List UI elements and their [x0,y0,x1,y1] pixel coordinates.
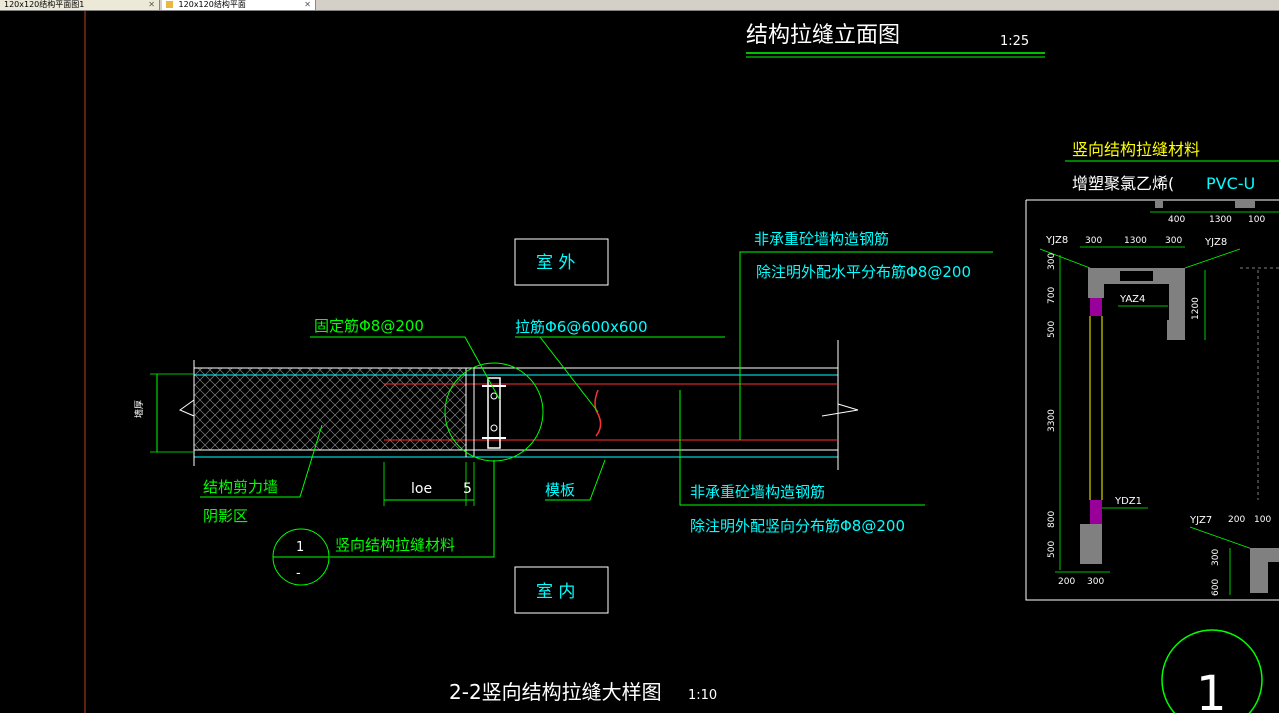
dim-text: 1300 [1124,236,1147,246]
vertical-rebar-label: 除注明外配竖向分布筋Φ8@200 [690,517,905,535]
dim-text: 3300 [1047,409,1057,432]
elevation-panel: 400 1300 100 YJZ8 300 1300 300 YJZ8 YAZ4… [1025,199,1279,601]
shear-wall-hatch [194,368,466,450]
dim-text: 500 [1047,321,1057,338]
section-ref-top: 1 [296,540,304,555]
dim-text: 100 [1254,515,1271,525]
dim-text: 500 [1047,541,1057,558]
tab-plan-1[interactable]: 120x120结构平面图1 ✕ [0,0,160,10]
wall-thickness-label: 墙厚 [133,400,145,418]
detail-title: 2-2竖向结构拉缝大样图 [449,680,662,704]
dim-text: 200 [1228,515,1245,525]
yjz8-right-label: YJZ8 [1204,237,1227,248]
detail-scale: 1:10 [688,688,717,703]
tab-plan-2[interactable]: 120x120结构平面 ✕ [162,0,316,10]
material-name: 增塑聚氯乙烯( [1072,174,1174,193]
nonbearing-rebar-top: 非承重砼墙构造钢筋 [754,230,889,248]
section-ref-bottom: - [296,566,301,581]
big-ref-circle [1161,629,1263,713]
dim-text: 800 [1047,511,1057,528]
dim-text: 400 [1168,215,1185,225]
inside-box [514,566,609,614]
shear-wall-label: 结构剪力墙 [203,478,278,496]
cad-drawing-canvas[interactable]: 结构拉缝立面图 1:25 室 外 室 内 墙厚 固定筋Φ8 [0,11,1279,713]
outside-box [514,238,609,286]
close-icon[interactable]: ✕ [148,0,155,9]
dim-text: 600 [1211,579,1221,596]
dim-text: 300 [1165,236,1182,246]
elevation-title: 结构拉缝立面图 [746,23,900,48]
tie-bar-label: 拉筋Φ6@600x600 [515,318,648,336]
dim-text: 1200 [1191,297,1201,320]
dim-text: 300 [1085,236,1102,246]
dim-text: 1300 [1209,215,1232,225]
inside-label: 室 内 [536,582,575,602]
ydz1-label: YDZ1 [1114,496,1142,507]
close-icon[interactable]: ✕ [304,0,311,9]
dim-text: 300 [1047,253,1057,270]
material-heading: 竖向结构拉缝材料 [1072,140,1200,159]
yjz8-left-label: YJZ8 [1045,235,1068,246]
nonbearing-rebar-bottom: 非承重砼墙构造钢筋 [690,483,825,501]
tab-label: 120x120结构平面图1 [4,0,85,9]
formwork-label: 模板 [545,481,575,499]
section-ref-label: 竖向结构拉缝材料 [335,536,455,554]
elevation-scale: 1:25 [1000,34,1029,49]
dim-text: 300 [1087,577,1104,587]
horizontal-rebar-label: 除注明外配水平分布筋Φ8@200 [756,263,971,281]
yaz4-label: YAZ4 [1119,294,1145,305]
loe-label: loe [411,481,432,497]
file-icon [166,1,173,8]
fixing-bar-label: 固定筋Φ8@200 [314,317,424,335]
dim-text: 100 [1248,215,1265,225]
dim-text: 200 [1058,577,1075,587]
yjz7-label: YJZ7 [1189,515,1212,526]
tab-label: 120x120结构平面 [178,0,246,9]
shadow-zone-label: 阴影区 [203,507,248,525]
dim-text: 700 [1047,287,1057,304]
material-code: PVC-U [1206,174,1255,193]
dim-5-label: 5 [463,481,472,497]
dim-text: 300 [1211,549,1221,566]
big-ref-number: 1 [1196,666,1227,713]
document-tab-bar: 120x120结构平面图1 ✕ 120x120结构平面 ✕ [0,0,1279,11]
wall-section [178,340,859,470]
outside-label: 室 外 [536,253,575,273]
